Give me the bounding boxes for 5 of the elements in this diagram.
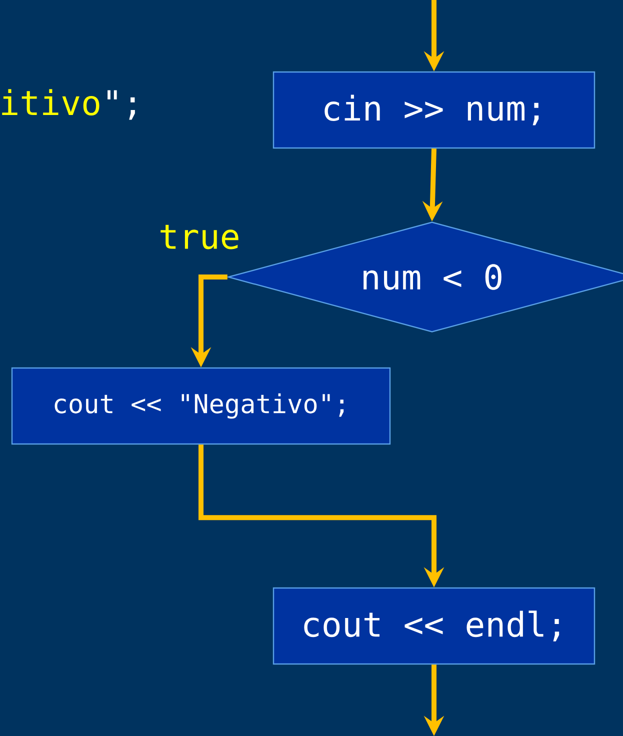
code-text: itivo bbox=[2, 89, 100, 116]
process-box: cout << "Negativo"; bbox=[11, 367, 391, 445]
process-box: cout << endl; bbox=[272, 587, 596, 665]
process-box: cin >> num; bbox=[272, 71, 596, 149]
code-text: "; bbox=[108, 90, 135, 120]
